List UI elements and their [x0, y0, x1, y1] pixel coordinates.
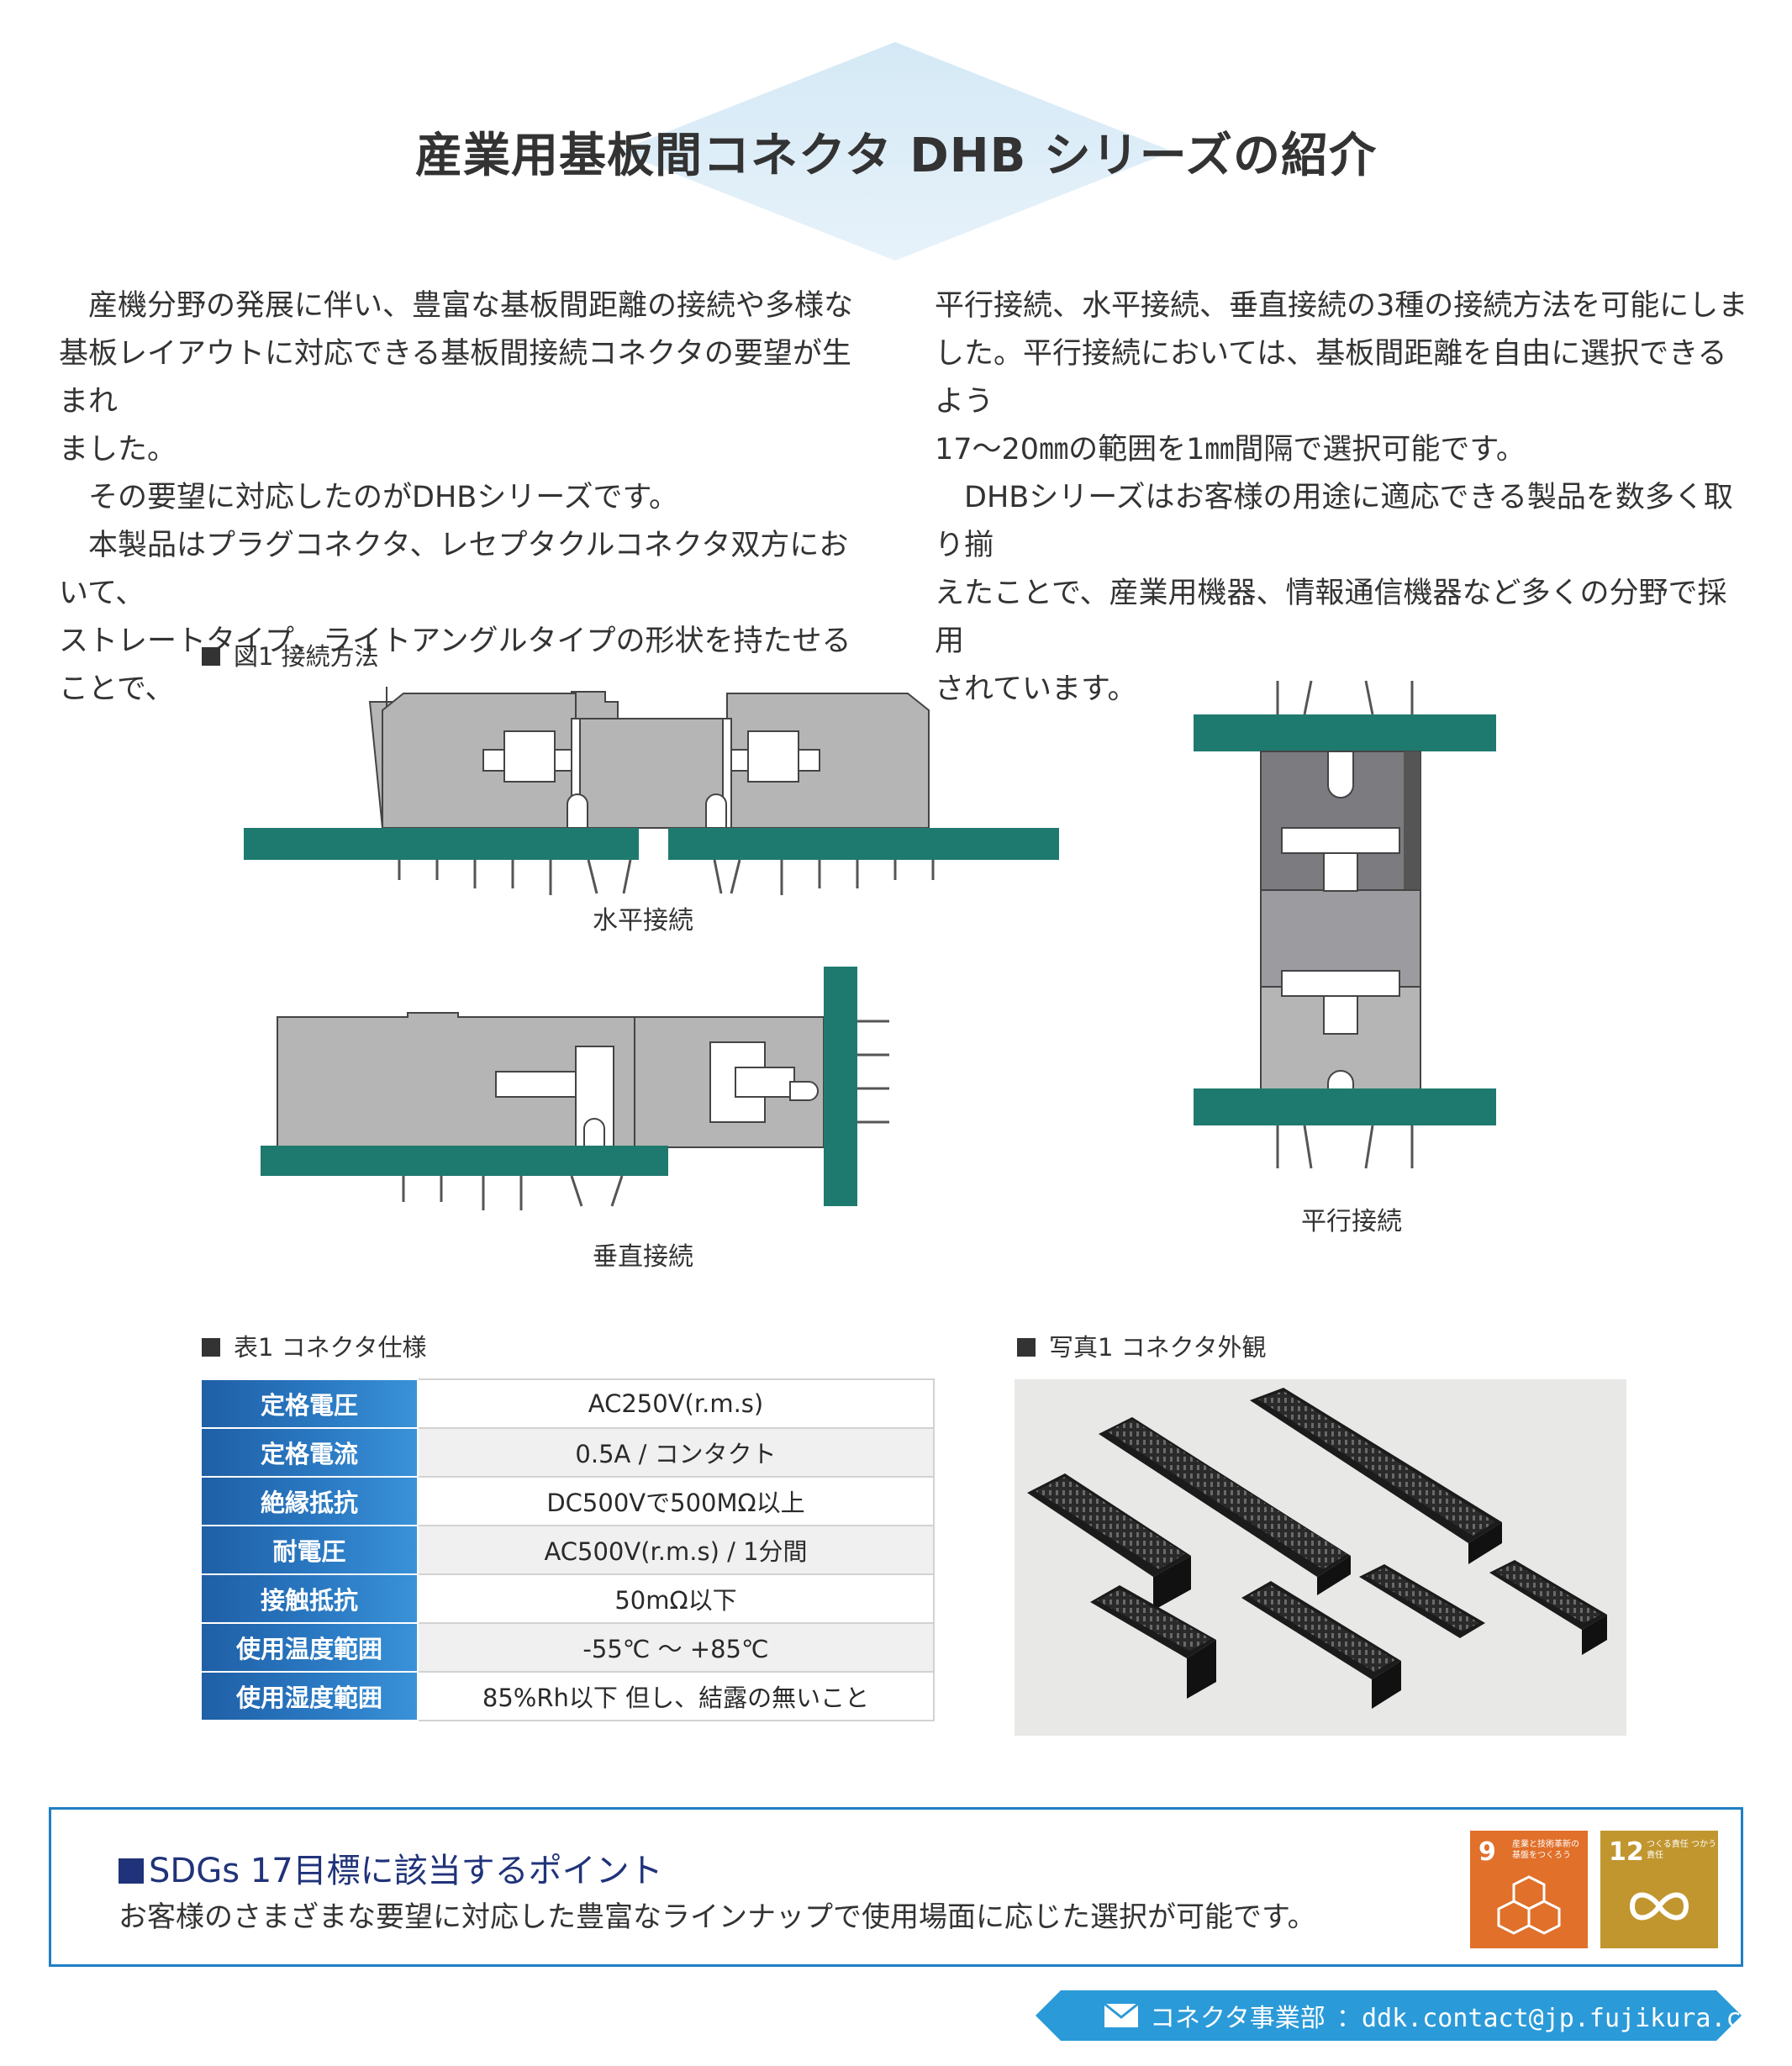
pcb-horizontal [261, 1146, 668, 1176]
table-row: 使用温度範囲-55℃ ～ +85℃ [200, 1622, 935, 1673]
infinity-icon [1629, 1892, 1689, 1921]
intro-line: 本製品はプラグコネクタ、レセプタクルコネクタ双方において、 [59, 529, 849, 610]
pins [398, 859, 935, 895]
intro-line: ました。 [59, 433, 177, 466]
connector-small-2 [1241, 1581, 1401, 1709]
spec-key: 耐電圧 [200, 1525, 419, 1575]
parallel-connection-diagram [1194, 680, 1496, 1169]
footer-department: コネクタ事業部 [1150, 2004, 1326, 2033]
pcb-right [668, 828, 1059, 860]
intro-line: えたことで、産業用機器、情報通信機器など多くの分野で採用 [935, 577, 1727, 658]
contact-slots [482, 718, 820, 829]
sdgs-box: SDGs 17目標に該当するポイント お客様のさまざまな要望に対応した豊富なライ… [49, 1807, 1743, 1967]
horizontal-connection-diagram [244, 687, 1059, 895]
pins [402, 1020, 889, 1210]
intro-line: その要望に対応したのがDHBシリーズです。 [88, 481, 679, 514]
spec-key: 使用湿度範囲 [200, 1671, 419, 1721]
pcb-vertical [824, 967, 857, 1206]
contact-slots [1281, 751, 1400, 1114]
pins-top [1276, 680, 1414, 715]
intro-line: されています。 [935, 672, 1137, 706]
intro-line: した。平行接続においては、基板間距離を自由に選択できるよう [935, 337, 1727, 419]
intro-line: ストレートタイプ、ライトアングルタイプの形状を持たせることで、 [59, 625, 851, 706]
spec-value: -55℃ ～ +85℃ [417, 1622, 935, 1673]
spec-value: DC500Vで500MΩ以上 [417, 1476, 935, 1526]
sdg-goal-9-badge: 9 産業と技術革新の基盤をつくろう [1470, 1831, 1588, 1948]
vertical-connection-label: 垂直接続 [593, 1242, 693, 1272]
square-bullet-icon [202, 1338, 220, 1357]
square-bullet-icon [1017, 1338, 1036, 1357]
square-bullet-icon [119, 1858, 144, 1884]
figure1-caption: 図1 接続方法 [202, 637, 379, 672]
connector-body [368, 687, 930, 829]
spec-value: 85%Rh以下 但し、結露の無いこと [417, 1671, 935, 1721]
horizontal-connection-label: 水平接続 [593, 906, 693, 935]
sdgs-text: お客様のさまざまな要望に対応した豊富なラインナップで使用場面に応じた選択が可能で… [119, 1900, 1316, 1934]
connector-photo [1015, 1379, 1626, 1736]
mail-icon [1104, 2002, 1139, 2027]
title-diamond-decoration [618, 42, 1173, 261]
pins-bottom [1276, 1125, 1414, 1169]
pcb-top [1194, 714, 1496, 751]
square-bullet-icon [202, 647, 220, 666]
connector-small-1 [1090, 1585, 1216, 1699]
spec-value: 0.5A / コンタクト [417, 1427, 935, 1478]
intro-right-column: 平行接続、水平接続、垂直接続の3種の接続方法を可能にしま した。平行接続において… [935, 282, 1750, 714]
spec-value: AC250V(r.m.s) [417, 1378, 935, 1429]
connector-small-4 [1489, 1560, 1607, 1655]
intro-line: 平行接続、水平接続、垂直接続の3種の接続方法を可能にしま [935, 289, 1748, 323]
cubes-icon [1497, 1875, 1561, 1935]
pcb-left [244, 828, 639, 860]
plug-side [1404, 751, 1420, 890]
connector-long-1 [1099, 1417, 1351, 1595]
intro-line: DHBシリーズはお客様の用途に適応できる製品を数多く取り揃 [935, 481, 1733, 562]
contact-tips [583, 1081, 819, 1148]
spec-key: 定格電流 [200, 1427, 419, 1478]
footer-email-link[interactable]: ：ddk.contact@jp.fujikura.com [1336, 2004, 1772, 2033]
parallel-connection-label: 平行接続 [1301, 1207, 1402, 1236]
sdg-goal-12-badge: 12 つくる責任 つかう責任 [1600, 1831, 1718, 1948]
connector-small-3 [1359, 1564, 1485, 1638]
intro-line: 基板レイアウトに対応できる基板間接続コネクタの要望が生まれ [59, 337, 851, 419]
connector-photo-illustration [1027, 1388, 1607, 1709]
connector-mid-1 [1027, 1473, 1191, 1610]
table1-caption: 表1 コネクタ仕様 [202, 1328, 427, 1363]
spec-key: 絶縁抵抗 [200, 1476, 419, 1526]
spec-key: 接触抵抗 [200, 1573, 419, 1624]
intro-left-column: 産機分野の発展に伴い、豊富な基板間距離の接続や多様な 基板レイアウトに対応できる… [59, 282, 874, 714]
footer-band [1036, 1990, 1742, 2041]
vertical-connection-diagram [261, 967, 889, 1210]
spec-value: AC500V(r.m.s) / 1分間 [417, 1525, 935, 1575]
spec-value: 50mΩ以下 [417, 1573, 935, 1624]
contact-tips [567, 793, 727, 829]
connector-long-2 [1250, 1388, 1502, 1564]
page-title: 産業用基板間コネクタ DHB シリーズの紹介 [415, 129, 1377, 183]
spec-key: 定格電圧 [200, 1378, 419, 1429]
pcb-bottom [1194, 1088, 1496, 1125]
sdgs-heading: SDGs 17目標に該当するポイント [119, 1843, 663, 1892]
spec-key: 使用温度範囲 [200, 1622, 419, 1673]
photo1-caption: 写真1 コネクタ外観 [1017, 1328, 1267, 1363]
intro-line: 産機分野の発展に伴い、豊富な基板間距離の接続や多様な [88, 289, 854, 323]
intro-line: 17～20㎜の範囲を1㎜間隔で選択可能です。 [935, 433, 1526, 466]
